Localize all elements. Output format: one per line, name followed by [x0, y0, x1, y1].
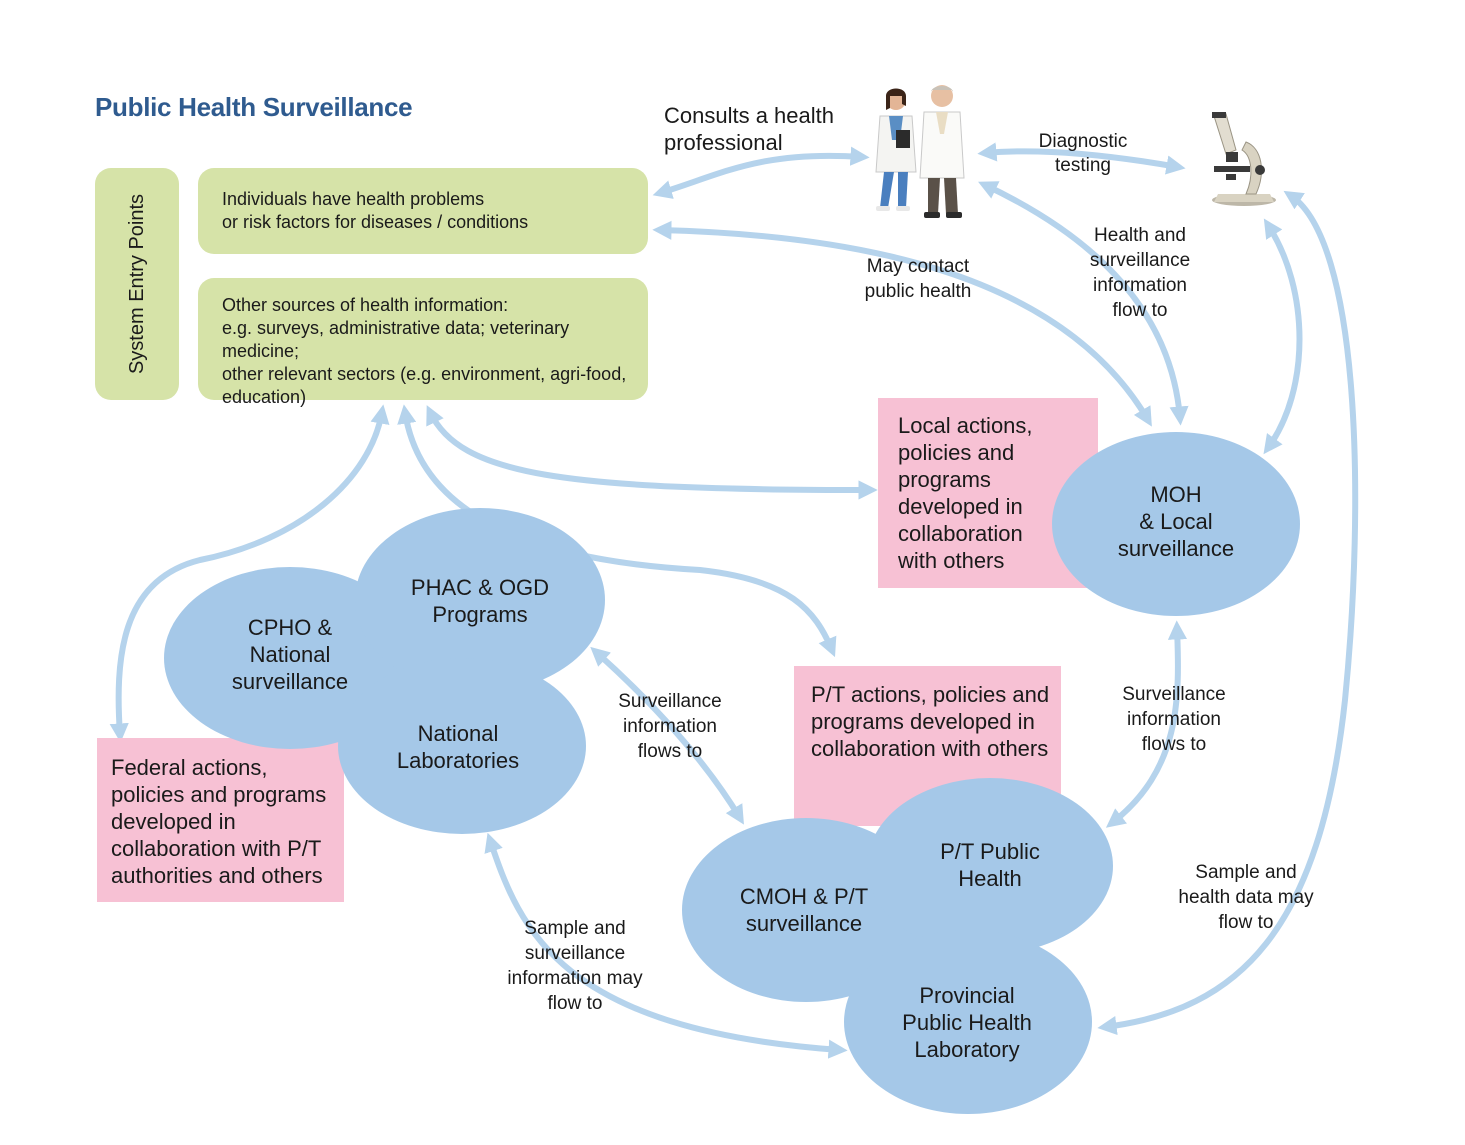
cpho-ellipse [164, 567, 416, 749]
moh-ellipse [1052, 432, 1300, 616]
page-title: Public Health Surveillance [95, 92, 413, 122]
local-actions-text: Local actions, policies and programs dev… [898, 413, 1033, 573]
sample-left-label: Sample and surveillance information may … [507, 918, 643, 1014]
provincial-lab-label: Provincial Public Health Laboratory [902, 983, 1032, 1062]
arrow-sources-federal [109, 404, 390, 743]
pt-public-health-label: P/T Public Health [940, 839, 1040, 891]
federal-actions-box: Federal actions, policies and programs d… [97, 738, 344, 902]
arrow-phac-cmoh [590, 646, 744, 825]
consults-label: Consults a health professional [664, 103, 834, 155]
diagnostic-label: Diagnostic testing [1038, 131, 1128, 176]
health-professionals-icon [875, 85, 965, 218]
system-entry-points-box: System Entry Points [95, 168, 179, 400]
national-labs-ellipse [338, 658, 586, 834]
arrow-consults [652, 146, 870, 199]
arrow-labs-provincial [484, 832, 848, 1059]
moh-label: MOH & Local surveillance [1117, 482, 1235, 561]
phac-ellipse [355, 508, 605, 692]
other-sources-text: Other sources of health information: e.g… [222, 295, 627, 407]
sample-right-label: Sample and health data may flow to [1178, 862, 1314, 933]
cmoh-label: CMOH & P/T surveillance [739, 884, 869, 936]
phac-label: PHAC & OGD Programs [410, 575, 550, 627]
pt-actions-text: P/T actions, policies and programs devel… [811, 682, 1050, 761]
surveillance-left-label: Surveillance information flows to [618, 691, 722, 762]
national-labs-label: National Laboratories [396, 721, 520, 773]
federal-actions-text: Federal actions, policies and programs d… [111, 755, 327, 888]
cpho-label: CPHO & National surveillance [231, 615, 349, 694]
arrow-sources-pt [397, 404, 837, 658]
arrow-microscope-provincial [1097, 190, 1359, 1036]
individuals-box: Individuals have health problems or risk… [198, 168, 648, 254]
individuals-text: Individuals have health problems or risk… [222, 189, 529, 232]
microscope-icon [1212, 112, 1276, 206]
health-info-label: Health and surveillance information flow… [1089, 225, 1191, 321]
arrow-diagnostic [977, 142, 1186, 175]
pt-public-health-ellipse [867, 778, 1113, 954]
other-sources-box: Other sources of health information: e.g… [198, 278, 648, 407]
surveillance-right-label: Surveillance information flows to [1122, 684, 1226, 755]
provincial-lab-ellipse [844, 930, 1092, 1114]
may-contact-label: May contact public health [864, 256, 972, 302]
